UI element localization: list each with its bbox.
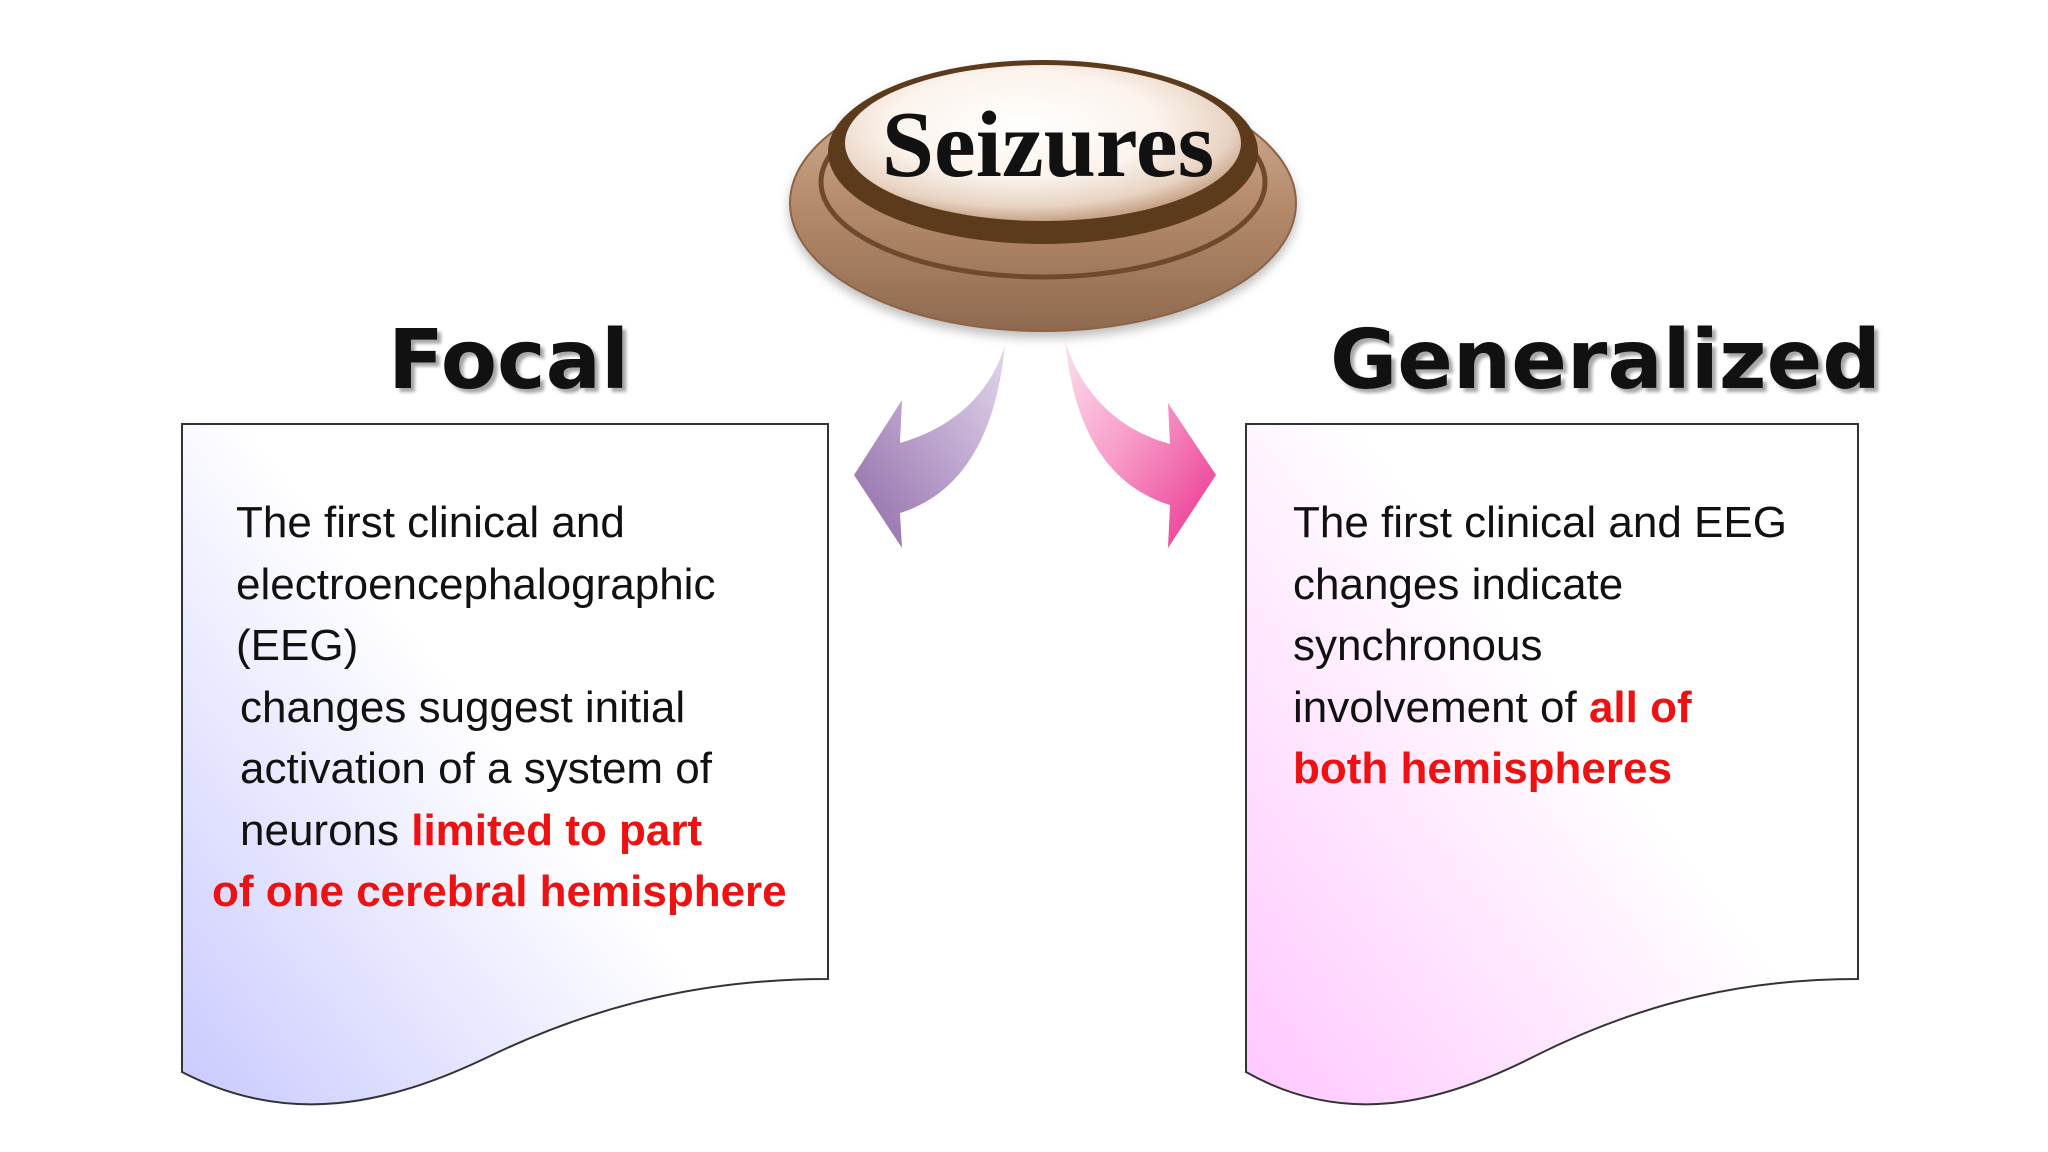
focal-line-plain: neurons (240, 805, 412, 855)
focal-highlight: limited to part (411, 805, 703, 855)
focal-document-box (181, 423, 829, 1106)
generalized-line-plain: involvement of (1293, 682, 1589, 732)
seizures-disc (789, 60, 1297, 332)
focal-line: activation of a system of (240, 744, 712, 793)
right-curved-arrow-icon (1065, 340, 1216, 548)
focal-description: The first clinical and electroencephalog… (212, 492, 787, 923)
focal-line: The first clinical and (236, 498, 625, 547)
focal-line: changes suggest initial (240, 682, 686, 732)
focal-heading: Focal (388, 313, 630, 408)
generalized-highlight: all of (1588, 682, 1692, 732)
generalized-line: changes indicate (1293, 559, 1624, 609)
generalized-description: The first clinical and EEG changes indic… (1293, 492, 1787, 800)
focal-line: neurons limited to part (240, 800, 787, 862)
focal-line: electroencephalographic (236, 559, 716, 609)
left-curved-arrow-icon (854, 345, 1005, 548)
generalized-line: The first clinical and EEG (1293, 498, 1787, 547)
generalized-line: involvement of all of (1293, 677, 1787, 739)
generalized-line: synchronous (1293, 621, 1543, 670)
focal-highlight: of one cerebral hemisphere (212, 867, 787, 916)
generalized-document-box (1245, 423, 1859, 1106)
seizures-title: Seizures (882, 93, 1214, 197)
generalized-highlight: both hemispheres (1293, 744, 1672, 793)
disc-top-face (845, 65, 1241, 221)
focal-line: (EEG) (236, 621, 359, 670)
generalized-heading: Generalized (1330, 313, 1881, 408)
